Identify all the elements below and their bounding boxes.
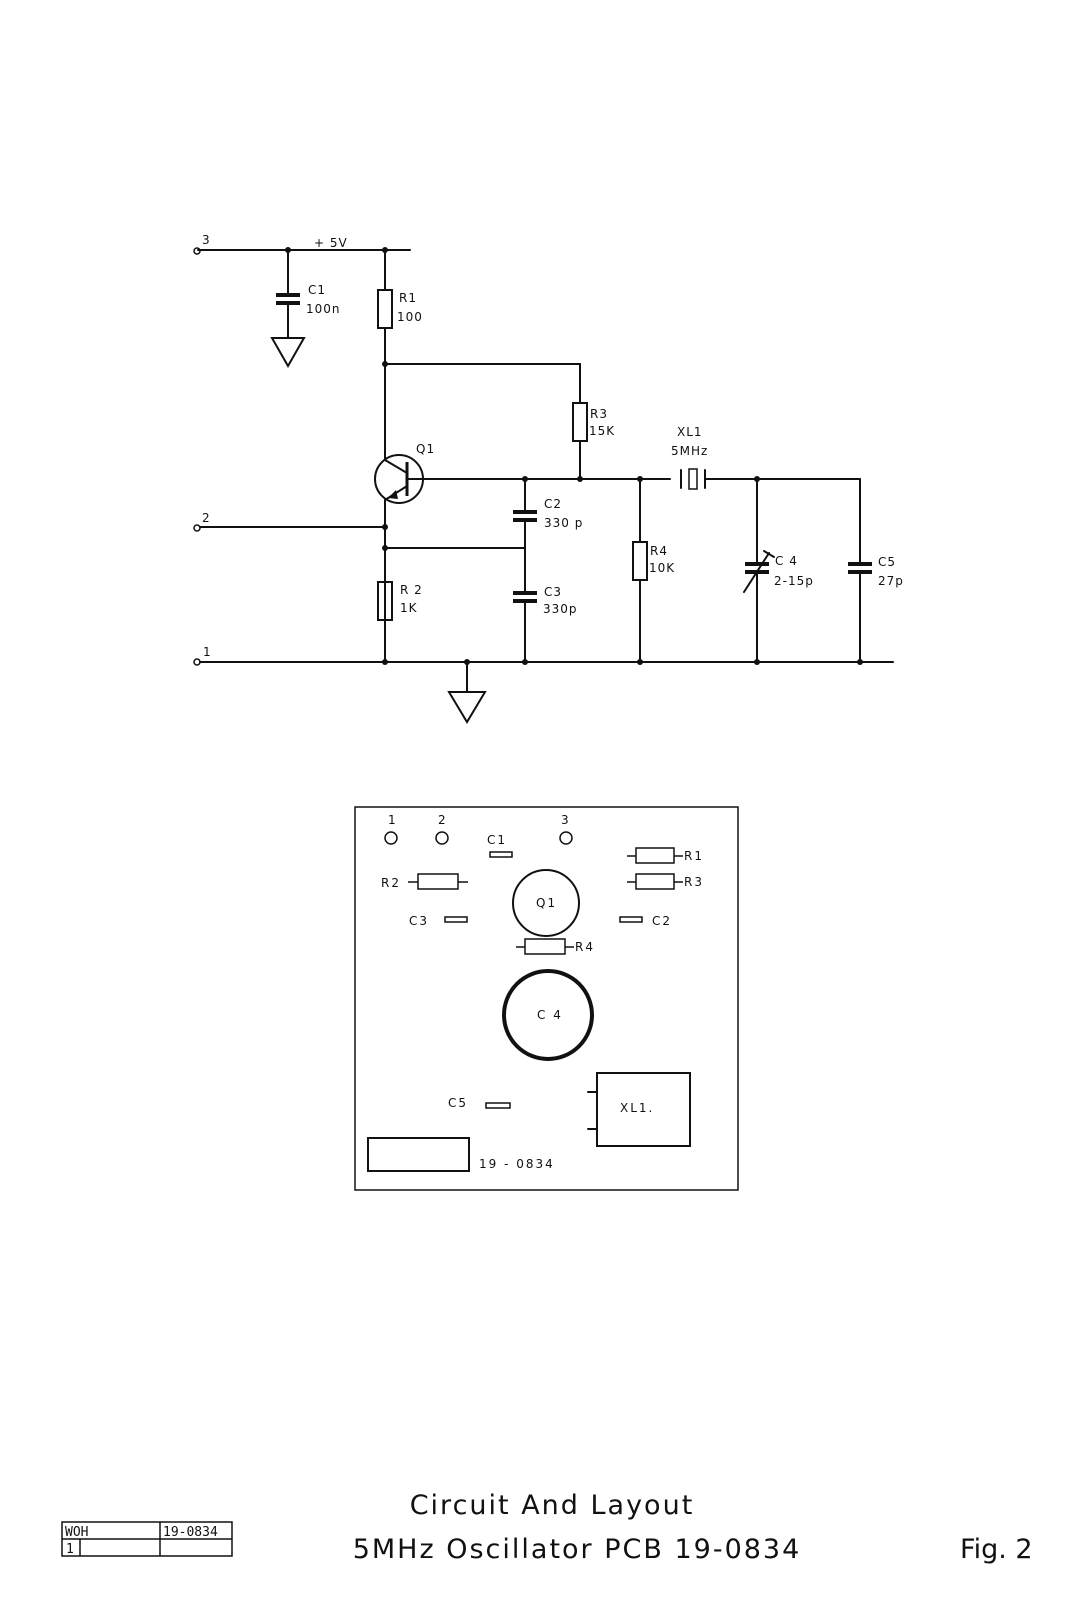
ground-symbol-main [449, 692, 485, 722]
xl1-value: 5MHz [671, 444, 708, 458]
pcb-r4: R4 [516, 939, 595, 954]
xl1-ref: XL1 [677, 425, 703, 439]
pad-3 [560, 832, 572, 844]
svg-text:R3: R3 [684, 875, 704, 889]
pcb-c5-label: C5 [448, 1096, 468, 1110]
terminal-1-label: 1 [203, 645, 212, 659]
resistor-r1: R1 100 [378, 250, 423, 450]
supply-voltage-label: + 5V [314, 236, 348, 250]
title-block-number: 19-0834 [163, 1525, 218, 1540]
pcb-c2-label: C2 [652, 914, 672, 928]
figure-label: Fig. 2 [960, 1534, 1033, 1565]
c5-ref: C5 [878, 555, 896, 569]
pad-1-label: 1 [388, 813, 398, 827]
terminal-2: 2 [194, 511, 388, 531]
c4-value: 2-15p [774, 574, 814, 588]
pcb-c1-label: C1 [487, 833, 507, 847]
pad-2 [436, 832, 448, 844]
svg-text:R2: R2 [381, 876, 401, 890]
supply-rail: 3 + 5V [194, 233, 410, 254]
r2-value: 1K [400, 601, 418, 615]
pad-1 [385, 832, 397, 844]
terminal-2-label: 2 [202, 511, 211, 525]
c2-ref: C2 [544, 497, 562, 511]
pcb-c5 [486, 1103, 510, 1108]
q1-ref: Q1 [416, 442, 435, 456]
title-block-author: WOH [65, 1525, 88, 1540]
pcb-r2: R2 [381, 874, 468, 890]
pcb-q1-label: Q1 [536, 896, 557, 910]
r3-value: 15K [589, 424, 615, 438]
pad-2-label: 2 [438, 813, 448, 827]
pcb-board-number: 19 - 0834 [479, 1157, 555, 1171]
svg-text:R4: R4 [575, 940, 595, 954]
capacitor-c5: C5 27p [848, 479, 904, 662]
r4-value: 10K [649, 561, 675, 575]
transistor-q1: Q1 [375, 442, 670, 660]
pcb-c3-label: C3 [409, 914, 429, 928]
c3-value: 330p [543, 602, 578, 616]
pcb-c3 [445, 917, 467, 922]
r1-value: 100 [397, 310, 423, 324]
pcb-outline [355, 807, 738, 1190]
circuit-schematic: 3 + 5V C1 100n R1 100 [194, 233, 904, 722]
terminal-3-label: 3 [202, 233, 211, 247]
trimmer-capacitor-c4: C 4 2-15p [744, 476, 814, 662]
c4-ref: C 4 [775, 554, 798, 568]
c1-value: 100n [306, 302, 341, 316]
ground-rail: 1 [194, 645, 893, 722]
svg-text:R1: R1 [684, 849, 704, 863]
c1-ref: C1 [308, 283, 326, 297]
pcb-xl1: XL1. [588, 1073, 690, 1146]
caption-line-2: 5MHz Oscillator PCB 19-0834 [353, 1534, 802, 1565]
ground-symbol [272, 338, 304, 366]
capacitor-c1: C1 100n [272, 250, 341, 366]
r1-ref: R1 [399, 291, 417, 305]
capacitor-c3: C3 330p [513, 585, 578, 662]
resistor-r3: R3 15K [573, 364, 615, 479]
crystal-xl1: XL1 5MHz [671, 425, 860, 489]
c3-ref: C3 [544, 585, 562, 599]
resistor-r4: R4 10K [577, 476, 675, 662]
c5-value: 27p [878, 574, 904, 588]
svg-text:XL1.: XL1. [620, 1101, 654, 1115]
pcb-r1: R1 [627, 848, 704, 863]
title-block: WOH 19-0834 1 [62, 1522, 232, 1557]
r4-ref: R4 [650, 544, 668, 558]
pcb-c1 [490, 852, 512, 857]
pcb-label-box [368, 1138, 469, 1171]
pcb-r3: R3 [627, 874, 704, 889]
caption-line-1: Circuit And Layout [410, 1490, 695, 1521]
capacitor-c2: C2 330 p [513, 476, 583, 592]
title-block-sheet: 1 [66, 1542, 74, 1557]
c2-value: 330 p [544, 516, 583, 530]
pad-3-label: 3 [561, 813, 571, 827]
pcb-c2 [620, 917, 642, 922]
pcb-c4-label: C 4 [537, 1008, 563, 1022]
r2-ref: R 2 [400, 583, 423, 597]
pcb-layout: 1 2 3 C1 R1 R3 R2 Q1 [355, 807, 738, 1190]
r3-ref: R3 [590, 407, 608, 421]
